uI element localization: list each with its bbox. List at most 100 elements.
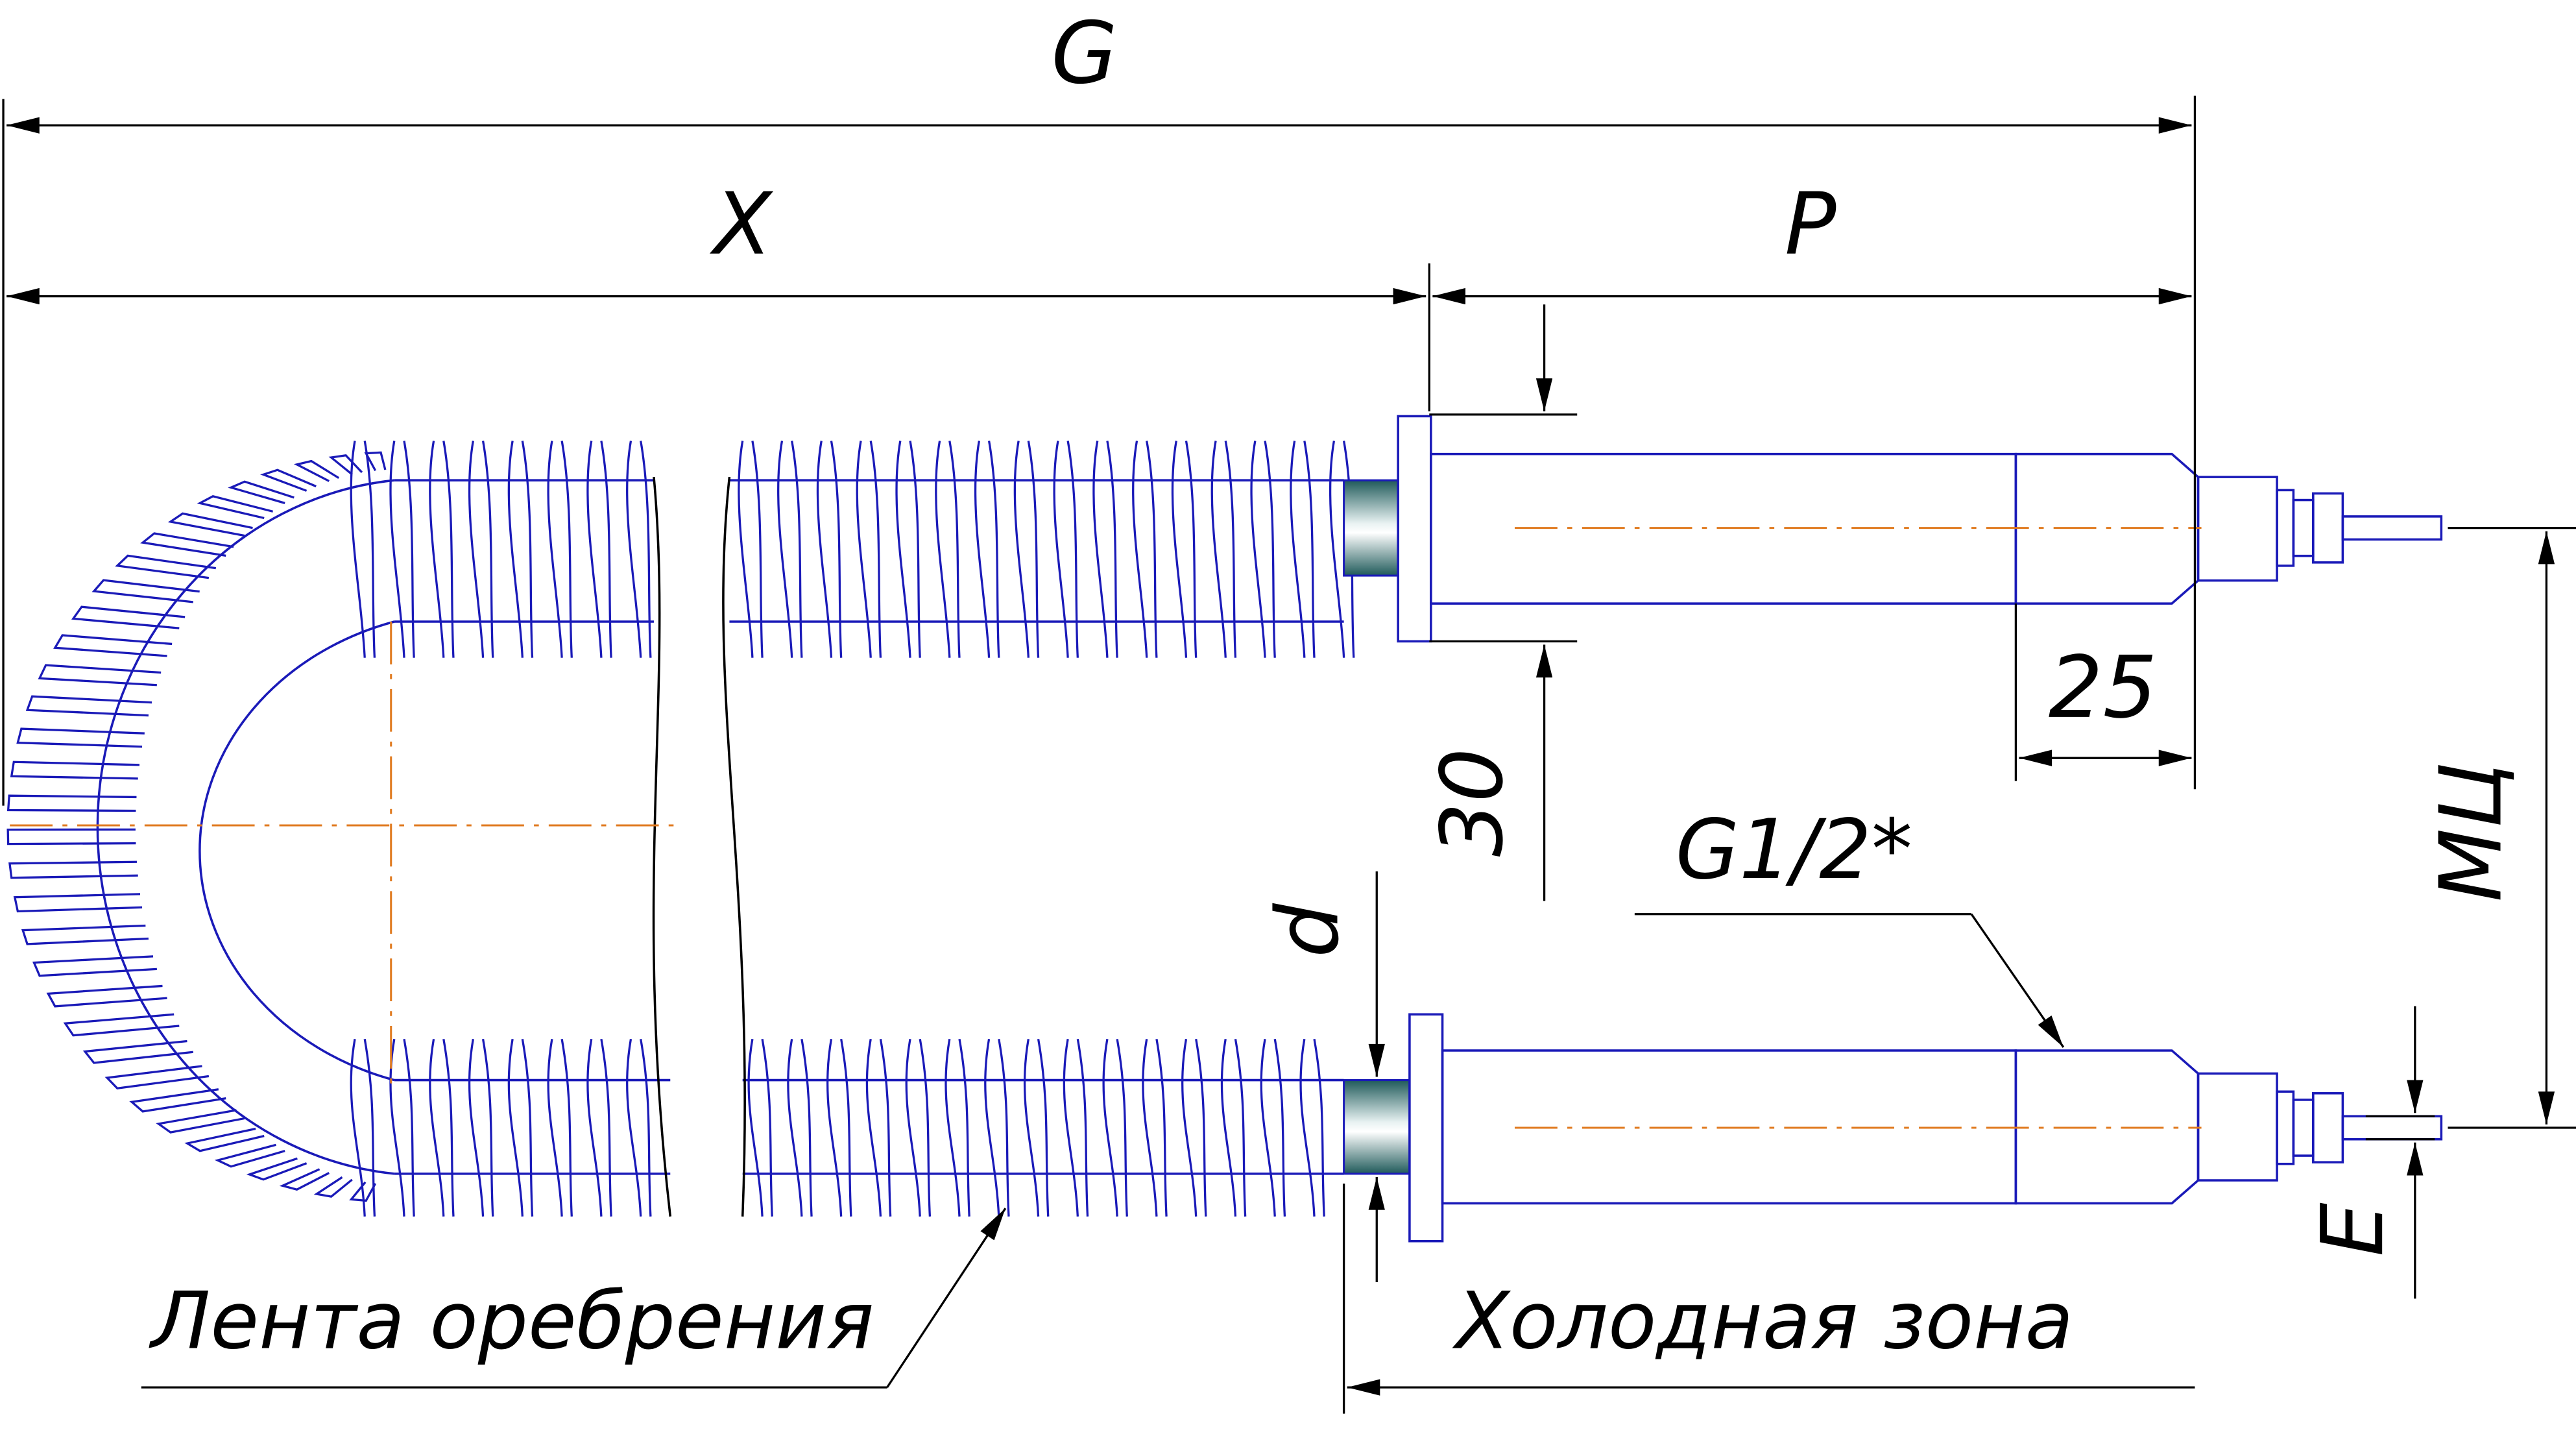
fin-coil: [389, 1038, 415, 1217]
fin-coil: [1290, 441, 1316, 658]
fin-coil: [468, 1038, 494, 1217]
fin-coil: [626, 441, 652, 658]
fin-coil: [6, 828, 136, 845]
fin-coil: [826, 1038, 852, 1217]
break-lines: [652, 476, 746, 1217]
fin-coil: [1102, 1038, 1128, 1217]
fin-coil: [856, 441, 882, 658]
fin-coil: [626, 1038, 652, 1217]
label-fin-strip: Лента оребрения: [149, 1274, 874, 1367]
fin-coil: [293, 459, 340, 482]
fin-coil: [197, 494, 274, 520]
fin-coil: [13, 893, 143, 913]
fin-strip-coils: [6, 441, 1355, 1217]
fin-coil: [586, 441, 612, 658]
fin-coil: [6, 794, 137, 812]
fin-coil: [974, 441, 1000, 658]
fin-coil: [32, 955, 157, 977]
fin-coil: [214, 1143, 285, 1168]
fin-coil: [1250, 441, 1276, 658]
fin-coil: [1053, 441, 1079, 658]
fin-coil: [777, 441, 803, 658]
fin-coil: [905, 1038, 932, 1217]
fin-coil: [787, 1038, 813, 1217]
fin-coil: [21, 924, 149, 945]
fin-coil: [140, 532, 234, 557]
fin-coil: [104, 1065, 210, 1089]
label-X: X: [710, 175, 774, 274]
fin-coil: [16, 727, 145, 748]
fin-coil: [349, 1181, 377, 1202]
fin-coil: [328, 454, 363, 476]
fin-coil: [507, 441, 534, 658]
fin-coil: [313, 1176, 353, 1198]
label-25: 25: [2049, 638, 2158, 738]
fin-coil: [10, 760, 140, 780]
label-d: d: [1258, 903, 1358, 958]
label-G: G: [1051, 4, 1117, 103]
label-G1-2: G1/2*: [1676, 801, 1912, 897]
fin-coil: [1092, 441, 1118, 658]
fin-coil: [46, 984, 167, 1008]
fin-coil: [547, 441, 573, 658]
fin-coil: [389, 441, 415, 658]
fin-coil: [1220, 1038, 1247, 1217]
fin-coil: [1299, 1038, 1325, 1217]
fin-coil: [364, 451, 387, 472]
fin-coil: [429, 441, 455, 658]
fin-coil: [53, 634, 173, 657]
fin-coil: [350, 441, 376, 658]
fin-coil: [468, 441, 494, 658]
fin-coil: [228, 480, 295, 504]
fin-coil: [586, 1038, 612, 1217]
fin-coil: [1181, 1038, 1207, 1217]
fin-coil: [246, 1157, 307, 1181]
fin-coil: [895, 441, 921, 658]
fin-coil: [1260, 1038, 1286, 1217]
fin-coil: [1023, 1038, 1050, 1217]
fin-coil: [1171, 441, 1198, 658]
fin-coil: [738, 441, 764, 658]
fin-coil: [8, 860, 138, 879]
label-cold-zone: Холодная зона: [1452, 1274, 2073, 1367]
fin-coil: [350, 1038, 376, 1217]
fin-coil: [1210, 441, 1237, 658]
fin-coil: [865, 1038, 892, 1217]
fin-coil: [1063, 1038, 1089, 1217]
fin-coil: [25, 695, 152, 717]
fin-coil: [1142, 1038, 1168, 1217]
fin-coil: [167, 512, 253, 537]
fin-coil: [945, 1038, 970, 1217]
fin-coil: [935, 441, 961, 658]
label-30: 30: [1423, 748, 1523, 857]
fin-coil: [1132, 441, 1158, 658]
fin-coil: [71, 605, 186, 629]
fin-coil: [156, 1109, 245, 1134]
label-E: E: [2304, 1202, 2403, 1256]
label-P: P: [1785, 175, 1836, 274]
fin-coil: [38, 664, 162, 687]
fin-coil: [547, 1038, 573, 1217]
fin-coil: [129, 1088, 226, 1113]
fin-coil: [82, 1040, 194, 1064]
label-MC: МЦ: [2422, 762, 2522, 902]
top-sleeve: [1343, 479, 1399, 577]
fin-coil: [184, 1127, 265, 1152]
fin-coil: [507, 1038, 534, 1217]
fin-coil: [1013, 441, 1040, 658]
dimension-lines: [2, 95, 2576, 1414]
fin-coil: [259, 468, 317, 492]
center-lines: [10, 527, 2202, 1129]
fin-coil: [429, 1038, 455, 1217]
dimension-labels: G X P 25 30 G1/2* d МЦ E Лента оребрения…: [149, 4, 2522, 1367]
fin-coil: [63, 1013, 180, 1037]
fin-coil: [115, 554, 217, 579]
fin-coil: [816, 441, 843, 658]
fin-coil: [91, 579, 200, 603]
bottom-sleeve: [1343, 1079, 1411, 1175]
heating-tube: [96, 479, 1344, 1175]
fin-coil: [279, 1168, 330, 1191]
fin-coil: [984, 1038, 1010, 1217]
fin-coil: [747, 1038, 773, 1217]
